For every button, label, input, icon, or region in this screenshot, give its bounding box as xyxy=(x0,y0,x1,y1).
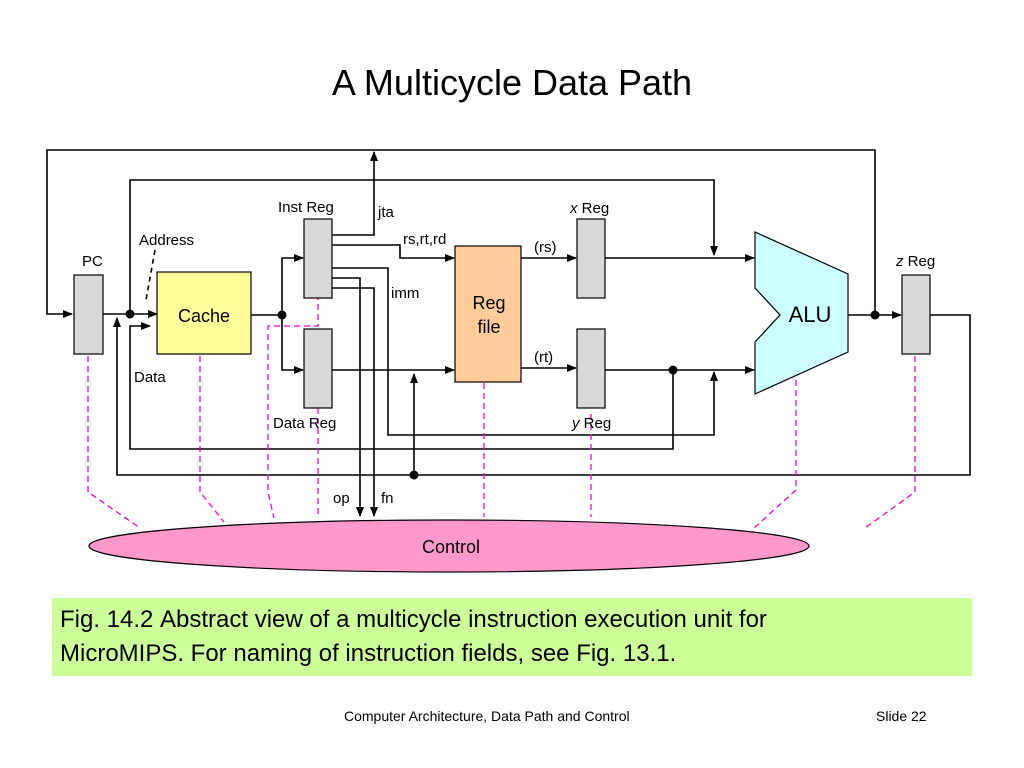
data-label: Data xyxy=(134,369,166,386)
wire-zreg-loop xyxy=(113,314,971,476)
inst-reg-label: Inst Reg xyxy=(278,199,334,216)
fn-label: fn xyxy=(381,490,394,507)
reg-file xyxy=(454,245,522,383)
wires xyxy=(46,149,971,517)
caption-text-1: Abstract view of a multicycle instructio… xyxy=(160,606,767,633)
wire-imm xyxy=(332,267,718,436)
wire-rsrtrd xyxy=(332,244,455,262)
control-ellipse xyxy=(88,519,810,573)
address-leader xyxy=(145,249,156,301)
wire-fn xyxy=(332,287,378,517)
wire-alu-to-pc xyxy=(46,149,876,318)
wire-to-alu-top xyxy=(129,179,718,314)
y-reg-label: y Reg xyxy=(571,415,611,432)
op-label: op xyxy=(333,490,350,507)
pc-label: PC xyxy=(82,253,103,270)
alu-label: ALU xyxy=(789,302,832,327)
wire-to-inst-reg xyxy=(281,254,304,315)
cache-label: Cache xyxy=(178,306,230,326)
wire-to-data-reg xyxy=(281,315,304,374)
caption-text-2: MicroMIPS. For naming of instruction fie… xyxy=(60,640,677,667)
rs-label: (rs) xyxy=(534,239,557,256)
figure-number: Fig. 14.2 xyxy=(60,606,154,633)
control-label: Control xyxy=(422,537,480,557)
reg-file-label-1: Reg xyxy=(472,293,505,313)
z-reg xyxy=(901,274,931,355)
slide-title: A Multicycle Data Path xyxy=(331,62,693,103)
cache-box xyxy=(156,271,252,355)
jta-label: jta xyxy=(377,204,395,221)
alu-shape xyxy=(754,231,849,395)
data-reg xyxy=(303,328,333,409)
x-reg-label: x Reg xyxy=(569,200,609,217)
y-reg xyxy=(576,328,606,409)
imm-label: imm xyxy=(391,285,419,302)
data-reg-label: Data Reg xyxy=(273,415,336,432)
reg-file-label-2: file xyxy=(477,317,500,337)
junctions xyxy=(125,309,880,480)
address-label: Address xyxy=(139,232,194,249)
footer-slide-number: Slide 22 xyxy=(876,708,927,724)
rsrtrd-label: rs,rt,rd xyxy=(403,231,446,248)
x-reg xyxy=(576,218,606,299)
rt-label: (rt) xyxy=(534,349,553,366)
pc-register xyxy=(73,274,104,355)
footer-course: Computer Architecture, Data Path and Con… xyxy=(344,708,630,724)
inst-reg xyxy=(303,218,333,299)
wire-yreg-to-cache xyxy=(129,322,674,450)
wire-op xyxy=(332,277,364,517)
z-reg-label: z Reg xyxy=(895,253,935,270)
wire-jta xyxy=(332,151,378,236)
